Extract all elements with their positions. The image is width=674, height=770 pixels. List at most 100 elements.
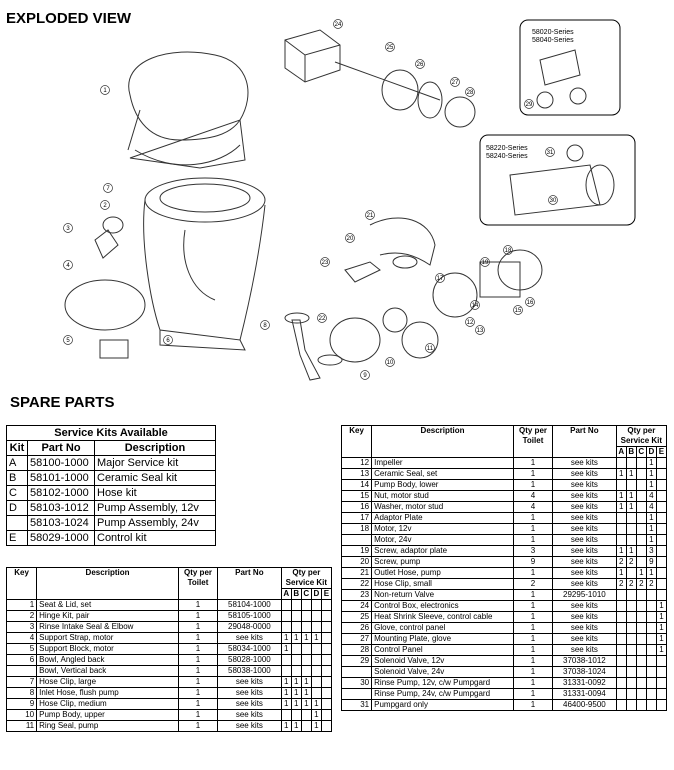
part-qty: 1 xyxy=(512,567,554,579)
kit-e-qty xyxy=(655,578,668,590)
callout-circle xyxy=(63,223,73,233)
kit-a-qty: 1 xyxy=(280,687,292,699)
kit-d-qty xyxy=(310,610,322,622)
header-part: Part No xyxy=(217,567,282,600)
kit-d-qty xyxy=(310,654,322,666)
header-desc: Description xyxy=(371,425,514,458)
kit-part-no: 58029-1000 xyxy=(27,530,95,546)
kit-d-qty: 1 xyxy=(645,534,657,546)
part-number: see kits xyxy=(552,534,617,546)
part-key xyxy=(340,534,373,546)
part-qty: 1 xyxy=(177,709,219,721)
kit-c-qty xyxy=(300,610,312,622)
part-number: see kits xyxy=(552,468,617,480)
kit-b-qty xyxy=(290,709,302,721)
kit-b-qty xyxy=(625,655,637,667)
kit-c-qty xyxy=(635,677,647,689)
parts-table-left: Key Description Qty per Toilet Part No Q… xyxy=(5,567,333,732)
callout-number: 15 xyxy=(515,308,522,314)
part-key: 26 xyxy=(340,622,373,634)
kit-b-qty: 1 xyxy=(290,687,302,699)
kit-e-qty xyxy=(320,676,333,688)
callout-number: 13 xyxy=(477,328,484,334)
kit-a-qty xyxy=(615,600,627,612)
kit-d-qty xyxy=(645,699,657,711)
kit-a-qty: 1 xyxy=(280,720,292,732)
part-qty: 1 xyxy=(512,677,554,689)
part-description: Non-return Valve xyxy=(371,589,514,601)
kit-letter: D xyxy=(6,500,28,516)
part-number: 58038-1000 xyxy=(217,665,282,677)
service-kits-table: Service Kits Available Kit Part No Descr… xyxy=(6,425,216,546)
header-key: Key xyxy=(5,567,38,600)
part-key xyxy=(5,665,38,677)
part-description: Support Strap, motor xyxy=(36,632,179,644)
callout-circle xyxy=(163,335,173,345)
kit-d-qty: 9 xyxy=(645,556,657,568)
part-qty: 4 xyxy=(512,490,554,502)
part-key: 7 xyxy=(5,676,38,688)
control-box xyxy=(284,29,476,128)
part-number: see kits xyxy=(217,709,282,721)
exploded-view-diagram: 58020-Series 58040-Series 58220-Series 5… xyxy=(63,19,636,381)
part-qty: 1 xyxy=(512,644,554,656)
pump-assembly xyxy=(284,217,543,381)
part-number: see kits xyxy=(552,512,617,524)
part-description: Hose Clip, small xyxy=(371,578,514,590)
callout-number: 10 xyxy=(387,360,394,366)
kit-e-qty: 1 xyxy=(655,633,668,645)
kit-d-qty: 1 xyxy=(645,468,657,480)
kit-e-qty: 1 xyxy=(655,611,668,623)
callout-circle xyxy=(385,42,395,52)
callout-circle xyxy=(503,245,513,255)
callout-circle xyxy=(545,147,555,157)
part-description: Seat & Lid, set xyxy=(36,599,179,611)
part-number: see kits xyxy=(552,523,617,535)
callout-number: 14 xyxy=(472,303,479,309)
callout-number: 31 xyxy=(547,150,554,156)
callout-circle xyxy=(103,183,113,193)
callout-circle xyxy=(548,195,558,205)
kit-b-qty: 2 xyxy=(625,578,637,590)
part-qty: 4 xyxy=(512,501,554,513)
kit-d-qty xyxy=(310,599,322,611)
kit-d-qty: 1 xyxy=(645,512,657,524)
kit-a-qty xyxy=(615,512,627,524)
kit-e-qty xyxy=(655,567,668,579)
kit-b-qty xyxy=(625,479,637,491)
part-key: 22 xyxy=(340,578,373,590)
kit-b-qty: 1 xyxy=(625,490,637,502)
part-qty: 2 xyxy=(512,578,554,590)
part-qty: 1 xyxy=(177,643,219,655)
kit-d-qty: 1 xyxy=(310,698,322,710)
part-key: 6 xyxy=(5,654,38,666)
kit-b-qty xyxy=(625,523,637,535)
kit-b-qty xyxy=(625,644,637,656)
callout-circle xyxy=(345,233,355,243)
part-qty: 1 xyxy=(512,699,554,711)
part-number: see kits xyxy=(552,501,617,513)
kit-d-qty xyxy=(645,677,657,689)
seat-lid xyxy=(127,51,249,169)
kit-a-qty: 2 xyxy=(615,578,627,590)
part-qty: 1 xyxy=(512,512,554,524)
header-qty: Qty per Toilet xyxy=(512,425,554,458)
pump-series-label-2: 58240-Series xyxy=(486,153,528,160)
kit-a-qty: 1 xyxy=(280,676,292,688)
part-key: 8 xyxy=(5,687,38,699)
part-number: see kits xyxy=(217,632,282,644)
header-kit: Kit xyxy=(6,440,28,456)
kit-b-qty xyxy=(290,599,302,611)
kit-d-qty xyxy=(645,633,657,645)
kit-part-no: 58102-1000 xyxy=(27,485,95,501)
kit-d-qty: 4 xyxy=(645,501,657,513)
part-description: Solenoid Valve, 24v xyxy=(371,666,514,678)
callout-number: 30 xyxy=(550,198,557,204)
callout-number: 2 xyxy=(103,203,107,209)
